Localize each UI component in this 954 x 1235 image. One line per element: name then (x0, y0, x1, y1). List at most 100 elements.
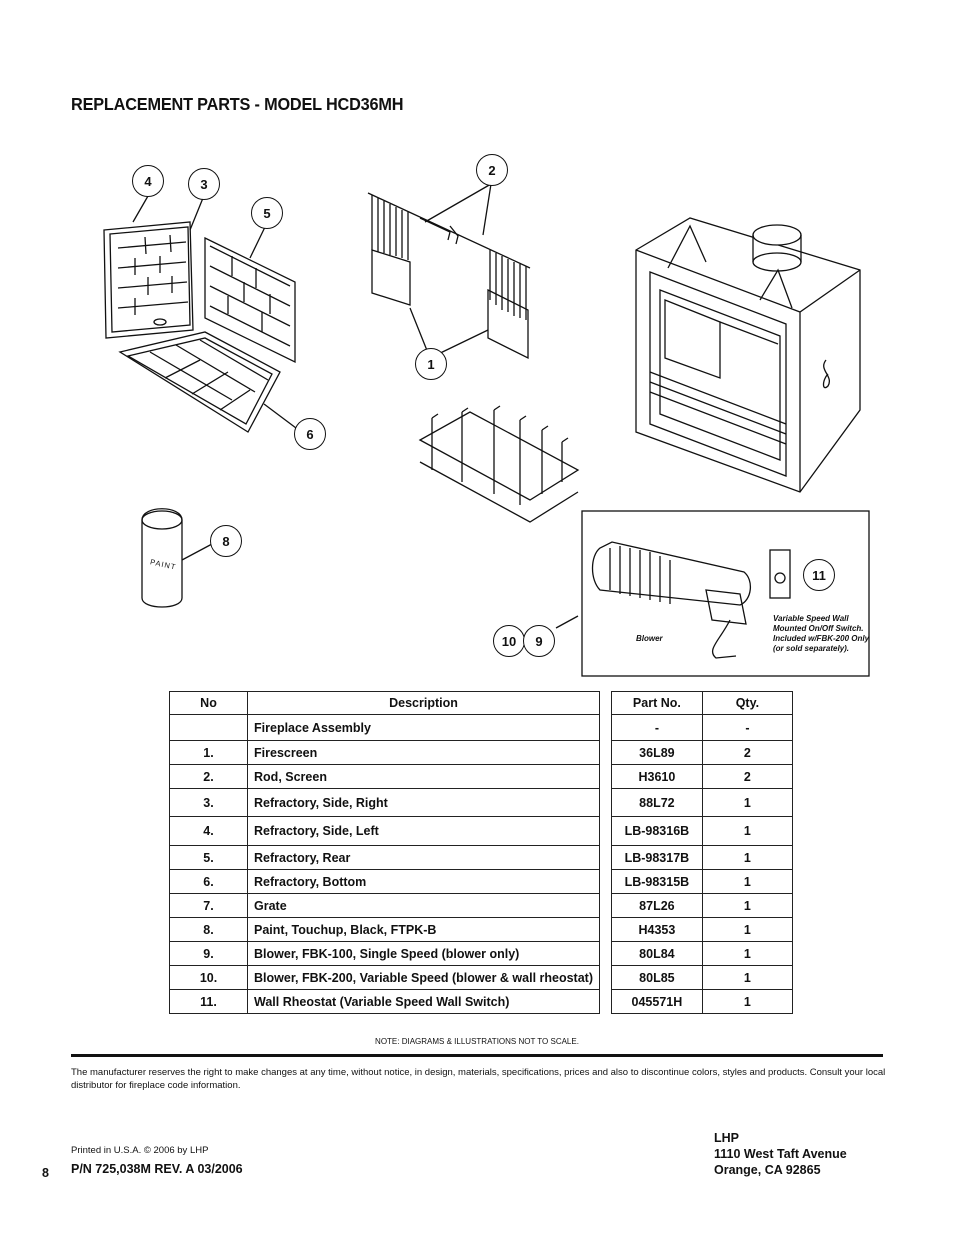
cell-no: 5. (168, 845, 249, 870)
page-number: 8 (42, 1166, 49, 1180)
table-row: 11.Wall Rheostat (Variable Speed Wall Sw… (168, 989, 600, 1014)
table-row: 6.Refractory, Bottom (168, 869, 600, 894)
switch-label: Variable Speed Wall Mounted On/Off Switc… (773, 614, 869, 654)
cell-description: Grate (247, 893, 600, 918)
table-row: 4.Refractory, Side, Left (168, 816, 600, 846)
table-row: 1.Firescreen (168, 740, 600, 765)
table-row: 7.Grate (168, 893, 600, 918)
cell-no: 8. (168, 917, 249, 942)
cell-qty: 2 (701, 740, 794, 765)
cell-description: Fireplace Assembly (247, 714, 600, 741)
cell-qty: 2 (701, 764, 794, 789)
cell-description: Blower, FBK-100, Single Speed (blower on… (247, 941, 600, 966)
firescreen (367, 183, 531, 360)
cell-qty: 1 (701, 917, 794, 942)
cell-no: 2. (168, 764, 249, 789)
table-row: 2.Rod, Screen (168, 764, 600, 789)
header-qty: Qty. (701, 691, 794, 715)
callout-5: 5 (251, 197, 283, 229)
table-row: 10.Blower, FBK-200, Variable Speed (blow… (168, 965, 600, 990)
cell-part-no: 80L85 (611, 965, 703, 990)
address-line: Orange, CA 92865 (714, 1163, 821, 1177)
grate (418, 405, 580, 523)
cell-qty: 1 (701, 816, 794, 846)
table-row: 8.Paint, Touchup, Black, FTPK-B (168, 917, 600, 942)
cell-no: 6. (168, 869, 249, 894)
table-row: 3.Refractory, Side, Right (168, 788, 600, 817)
part-number-line: P/N 725,038M REV. A 03/2006 (71, 1162, 243, 1176)
switch-label-line: Variable Speed Wall (773, 614, 849, 623)
callout-4: 4 (132, 165, 164, 197)
cell-no: 7. (168, 893, 249, 918)
table-row: -- (611, 714, 794, 741)
cell-no: 11. (168, 989, 249, 1014)
callout-10: 10 (493, 625, 525, 657)
disclaimer-text: The manufacturer reserves the right to m… (71, 1067, 886, 1091)
refractory-side-left (103, 221, 194, 339)
company-address: LHP 1110 West Taft Avenue Orange, CA 928… (714, 1130, 847, 1178)
cell-part-no: - (611, 714, 703, 741)
table-row: Fireplace Assembly (168, 714, 600, 741)
callout-6: 6 (294, 418, 326, 450)
cell-part-no: 87L26 (611, 893, 703, 918)
cell-qty: 1 (701, 989, 794, 1014)
cell-no: 4. (168, 816, 249, 846)
cell-part-no: 36L89 (611, 740, 703, 765)
header-part-no: Part No. (611, 691, 703, 715)
header-no: No (168, 691, 249, 715)
cell-part-no: 80L84 (611, 941, 703, 966)
blower-label: Blower (636, 634, 663, 643)
switch-label-line: Included w/FBK-200 Only (773, 634, 870, 643)
fireplace-assembly (635, 217, 861, 493)
table-row: 9.Blower, FBK-100, Single Speed (blower … (168, 941, 600, 966)
callout-11: 11 (803, 559, 835, 591)
callout-9: 9 (523, 625, 555, 657)
cell-description: Blower, FBK-200, Variable Speed (blower … (247, 965, 600, 990)
cell-description: Firescreen (247, 740, 600, 765)
refractory-rear (204, 236, 296, 364)
callout-8: 8 (210, 525, 242, 557)
cell-part-no: 88L72 (611, 788, 703, 817)
cell-qty: 1 (701, 965, 794, 990)
cell-no: 10. (168, 965, 249, 990)
table-header-row: No Description (168, 691, 600, 715)
cell-part-no: LB-98315B (611, 869, 703, 894)
cell-description: Refractory, Side, Left (247, 816, 600, 846)
cell-qty: 1 (701, 869, 794, 894)
cell-qty: - (701, 714, 794, 741)
callout-3: 3 (188, 168, 220, 200)
cell-part-no: 045571H (611, 989, 703, 1014)
cell-qty: 1 (701, 941, 794, 966)
cell-no: 1. (168, 740, 249, 765)
callout-1: 1 (415, 348, 447, 380)
cell-description: Paint, Touchup, Black, FTPK-B (247, 917, 600, 942)
table-header-row: Part No. Qty. (611, 691, 794, 715)
cell-qty: 1 (701, 893, 794, 918)
blower-box (581, 510, 870, 677)
callout-2: 2 (476, 154, 508, 186)
cell-description: Refractory, Rear (247, 845, 600, 870)
header-description: Description (247, 691, 600, 715)
cell-part-no: H3610 (611, 764, 703, 789)
page-title: REPLACEMENT PARTS - MODEL HCD36MH (71, 94, 404, 114)
divider (71, 1054, 883, 1057)
cell-part-no: LB-98316B (611, 816, 703, 846)
cell-qty: 1 (701, 788, 794, 817)
switch-label-line: (or sold separately). (773, 644, 850, 653)
parts-diagram (103, 183, 870, 677)
scale-note: NOTE: DIAGRAMS & ILLUSTRATIONS NOT TO SC… (375, 1037, 579, 1046)
cell-part-no: LB-98317B (611, 845, 703, 870)
